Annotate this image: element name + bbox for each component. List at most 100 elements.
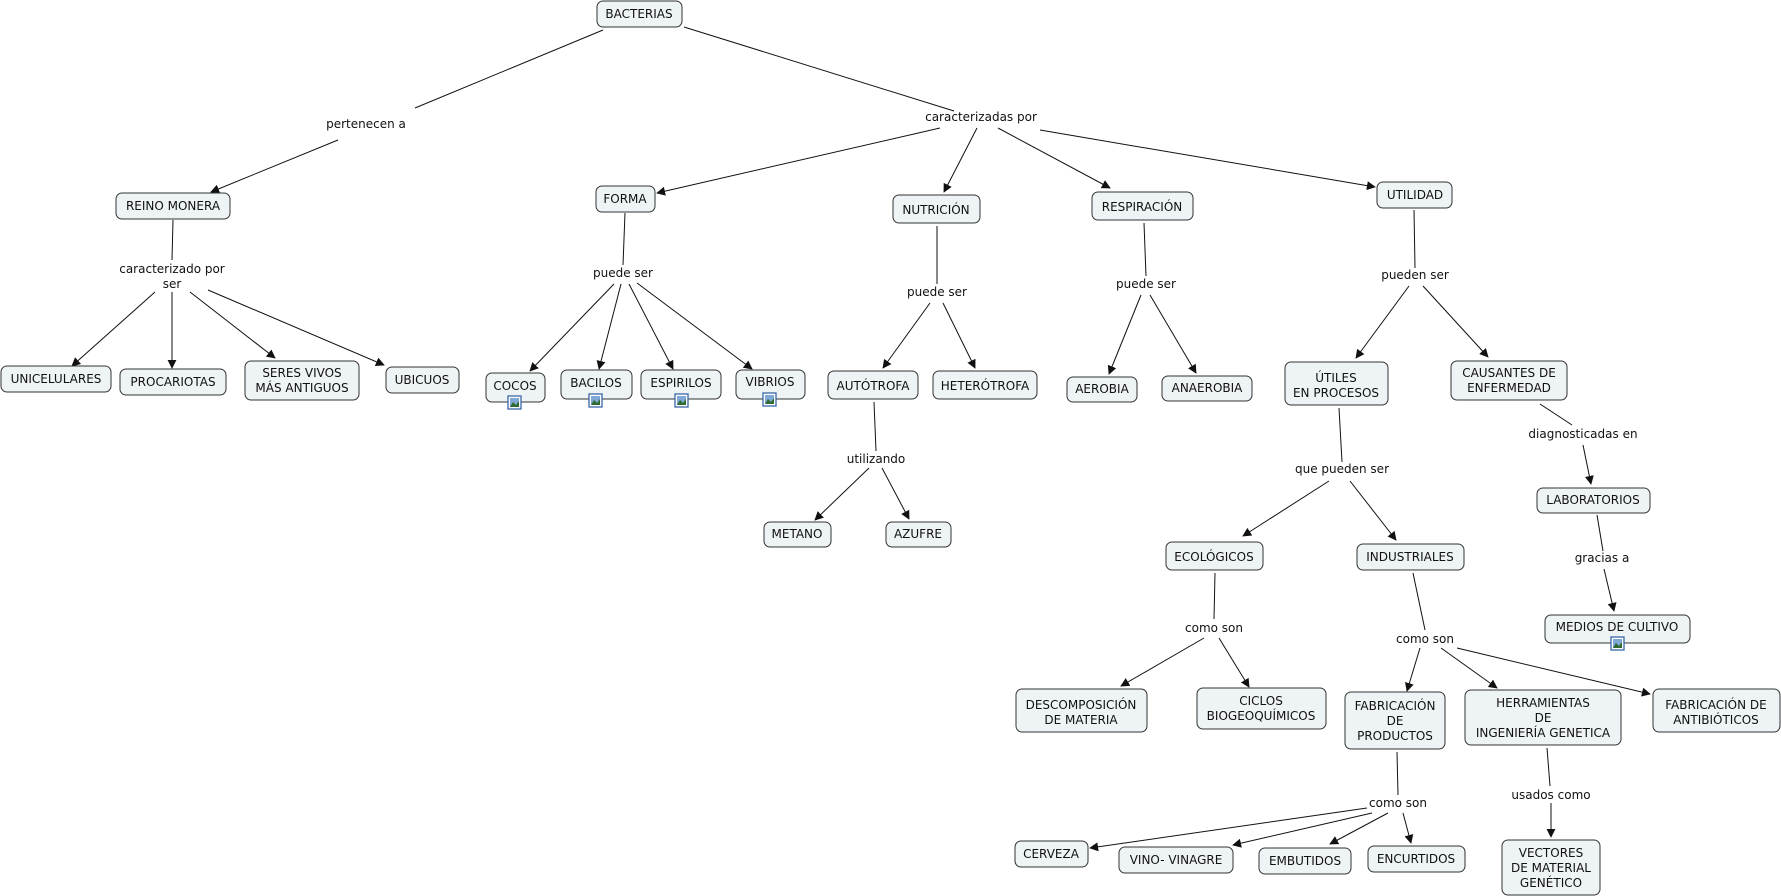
concept-label: ANAEROBIA bbox=[1172, 381, 1244, 395]
concept-medios-de-cultivo[interactable]: MEDIOS DE CULTIVO bbox=[1544, 614, 1691, 651]
concept-vibrios[interactable]: VIBRIOS bbox=[735, 369, 806, 407]
concept-label: AUTÓTROFA bbox=[837, 378, 911, 393]
concept-label-line2: DE MATERIAL bbox=[1511, 861, 1591, 875]
concept-fabricacion-de-antibioticos[interactable]: FABRICACIÓN DE ANTIBIÓTICOS bbox=[1652, 688, 1781, 733]
concept-label: ENCURTIDOS bbox=[1377, 852, 1455, 866]
concept-respiracion[interactable]: RESPIRACIÓN bbox=[1091, 191, 1194, 221]
link-industriales-como-son: como son bbox=[1396, 632, 1454, 646]
concept-label: INDUSTRIALES bbox=[1366, 550, 1453, 564]
concept-anaerobia[interactable]: ANAEROBIA bbox=[1161, 375, 1253, 402]
concept-causantes-de-enfermedad[interactable]: CAUSANTES DE ENFERMEDAD bbox=[1450, 360, 1568, 401]
link-utilizando: utilizando bbox=[847, 452, 906, 466]
link-respiracion-puede-ser: puede ser bbox=[1116, 277, 1176, 291]
concept-label: HERRAMIENTAS bbox=[1496, 696, 1590, 710]
concept-label: AEROBIA bbox=[1075, 382, 1129, 396]
concept-label-line2: DE MATERIA bbox=[1044, 713, 1118, 727]
concept-procariotas[interactable]: PROCARIOTAS bbox=[119, 368, 227, 396]
concept-bacilos[interactable]: BACILOS bbox=[560, 369, 633, 408]
linking-phrases: pertenecen a caracterizadas por caracter… bbox=[119, 110, 1637, 810]
concept-descomposicion-de-materia[interactable]: DESCOMPOSICIÓN DE MATERIA bbox=[1015, 688, 1148, 733]
concept-label: METANO bbox=[772, 527, 823, 541]
image-icon[interactable] bbox=[1610, 636, 1625, 651]
concept-ecologicos[interactable]: ECOLÓGICOS bbox=[1165, 541, 1264, 571]
image-icon[interactable] bbox=[507, 395, 522, 410]
concept-vino-vinagre[interactable]: VINO- VINAGRE bbox=[1118, 846, 1234, 874]
concept-reino-monera[interactable]: REINO MONERA bbox=[115, 192, 231, 220]
concept-label-line2: MÁS ANTIGUOS bbox=[255, 380, 348, 395]
concept-label: FORMA bbox=[603, 192, 647, 206]
concept-nutricion[interactable]: NUTRICIÓN bbox=[892, 194, 981, 224]
concept-label: CERVEZA bbox=[1023, 847, 1080, 861]
concept-aerobia[interactable]: AEROBIA bbox=[1066, 376, 1138, 403]
concept-industriales[interactable]: INDUSTRIALES bbox=[1356, 543, 1465, 571]
concept-label-line3: GENÉTICO bbox=[1520, 875, 1582, 890]
concept-label-line2: DE bbox=[1387, 714, 1404, 728]
concept-forma[interactable]: FORMA bbox=[595, 185, 656, 213]
concept-bacterias[interactable]: BACTERIAS bbox=[596, 0, 683, 28]
concept-label: UTILIDAD bbox=[1387, 188, 1443, 202]
concept-fabricacion-de-productos[interactable]: FABRICACIÓN DE PRODUCTOS bbox=[1344, 691, 1446, 750]
concept-label-line2: BIOGEOQUÍMICOS bbox=[1207, 708, 1316, 723]
image-icon[interactable] bbox=[674, 393, 689, 408]
concept-label: PROCARIOTAS bbox=[130, 375, 215, 389]
concept-label: ÚTILES bbox=[1315, 370, 1357, 385]
link-caracterizado-por-ser-line2: ser bbox=[163, 277, 182, 291]
concept-label: SERES VIVOS bbox=[262, 366, 341, 380]
concept-label: ESPIRILOS bbox=[650, 376, 711, 390]
concept-seres-vivos[interactable]: SERES VIVOS MÁS ANTIGUOS bbox=[244, 360, 360, 401]
concept-metano[interactable]: METANO bbox=[763, 521, 832, 548]
concept-azufre[interactable]: AZUFRE bbox=[885, 521, 952, 548]
concept-label: CICLOS bbox=[1239, 694, 1283, 708]
concept-label-line2: ENFERMEDAD bbox=[1467, 381, 1551, 395]
concept-label: VINO- VINAGRE bbox=[1130, 853, 1223, 867]
concept-label-line3: PRODUCTOS bbox=[1357, 729, 1433, 743]
concept-label: BACTERIAS bbox=[605, 7, 672, 21]
connections bbox=[71, 26, 1651, 852]
image-icon[interactable] bbox=[762, 392, 777, 407]
link-usados-como: usados como bbox=[1511, 788, 1590, 802]
concept-autotrofa[interactable]: AUTÓTROFA bbox=[827, 370, 919, 400]
concept-herramientas-ingenieria-genetica[interactable]: HERRAMIENTAS DE INGENIERÍA GENETICA bbox=[1464, 689, 1622, 746]
link-caracterizadas-por: caracterizadas por bbox=[925, 110, 1037, 124]
concept-label: VECTORES bbox=[1519, 846, 1583, 860]
concept-label: REINO MONERA bbox=[126, 199, 221, 213]
concept-heterotrofa[interactable]: HETERÓTROFA bbox=[932, 370, 1038, 400]
concept-label-line2: ANTIBIÓTICOS bbox=[1673, 712, 1759, 727]
concept-utilidad[interactable]: UTILIDAD bbox=[1376, 181, 1453, 209]
concept-label: BACILOS bbox=[570, 376, 621, 390]
link-ecologicos-como-son: como son bbox=[1185, 621, 1243, 635]
concept-label-line2: DE bbox=[1535, 711, 1552, 725]
concept-utiles-en-procesos[interactable]: ÚTILES EN PROCESOS bbox=[1284, 361, 1389, 406]
concept-cerveza[interactable]: CERVEZA bbox=[1014, 840, 1089, 868]
link-pertenecen-a: pertenecen a bbox=[326, 117, 406, 131]
concept-label: NUTRICIÓN bbox=[902, 202, 969, 217]
link-diagnosticadas-en: diagnosticadas en bbox=[1528, 427, 1637, 441]
concept-cocos[interactable]: COCOS bbox=[485, 372, 546, 410]
concept-label: CAUSANTES DE bbox=[1462, 366, 1556, 380]
concept-encurtidos[interactable]: ENCURTIDOS bbox=[1367, 845, 1466, 873]
concept-ciclos-biogeoquimicos[interactable]: CICLOS BIOGEOQUÍMICOS bbox=[1196, 687, 1327, 730]
concept-ubicuos[interactable]: UBICUOS bbox=[385, 366, 460, 394]
concept-label: DESCOMPOSICIÓN bbox=[1026, 697, 1137, 712]
concept-vectores-de-material-genetico[interactable]: VECTORES DE MATERIAL GENÉTICO bbox=[1501, 839, 1601, 896]
link-nutricion-puede-ser: puede ser bbox=[907, 285, 967, 299]
concept-label: AZUFRE bbox=[894, 527, 942, 541]
concept-label: UBICUOS bbox=[395, 373, 450, 387]
concept-label: MEDIOS DE CULTIVO bbox=[1556, 620, 1679, 634]
concept-espirilos[interactable]: ESPIRILOS bbox=[640, 369, 722, 408]
concept-label: EMBUTIDOS bbox=[1269, 854, 1341, 868]
concept-label-line2: EN PROCESOS bbox=[1293, 386, 1379, 400]
concept-embutidos[interactable]: EMBUTIDOS bbox=[1258, 847, 1352, 875]
link-gracias-a: gracias a bbox=[1575, 551, 1630, 565]
concept-label: HETERÓTROFA bbox=[941, 378, 1030, 393]
concept-label: UNICELULARES bbox=[11, 372, 102, 386]
concept-label: RESPIRACIÓN bbox=[1102, 199, 1183, 214]
link-pueden-ser: pueden ser bbox=[1381, 268, 1449, 282]
concept-unicelulares[interactable]: UNICELULARES bbox=[0, 365, 112, 393]
concept-laboratorios[interactable]: LABORATORIOS bbox=[1536, 487, 1651, 514]
concept-label: FABRICACIÓN bbox=[1355, 698, 1436, 713]
image-icon[interactable] bbox=[588, 393, 603, 408]
concept-label: COCOS bbox=[493, 379, 536, 393]
